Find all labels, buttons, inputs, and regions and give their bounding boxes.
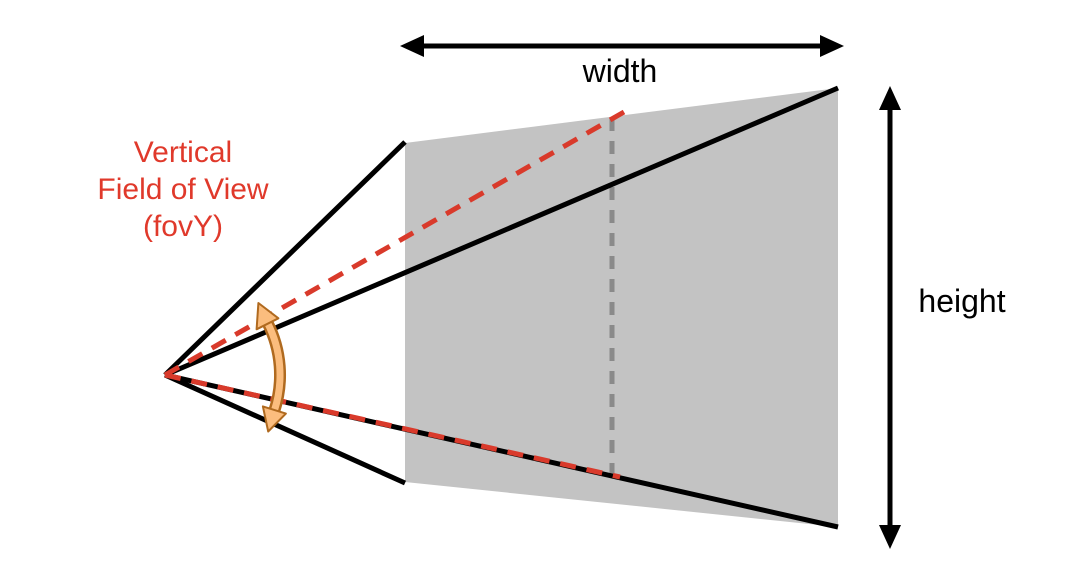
fovy-label-line3: (fovY) <box>143 210 223 243</box>
fovy-angle-arrowhead-top <box>255 302 280 331</box>
width-label: width <box>582 53 658 89</box>
fov-dashed-line-top <box>163 109 626 378</box>
frustum-shaded-region <box>405 88 838 527</box>
frustum-edge-top-far <box>164 85 839 378</box>
fovy-label-line2: Field of View <box>97 173 269 206</box>
frustum-edge-bottom-near <box>163 372 407 486</box>
fovy-angle-arc <box>264 319 284 414</box>
width-arrowhead-right <box>820 35 844 57</box>
height-arrowhead-top <box>879 86 901 110</box>
frustum-edge-top-near <box>163 140 407 377</box>
height-label: height <box>918 283 1005 319</box>
width-arrow-icon <box>400 35 844 57</box>
fovy-angle-arrow-icon <box>255 302 287 433</box>
fovy-label: Vertical Field of View (fovY) <box>97 136 269 243</box>
height-arrow-icon <box>879 86 901 549</box>
height-arrowhead-bottom <box>879 525 901 549</box>
width-arrowhead-left <box>400 35 424 57</box>
fovy-angle-arrowhead-bottom <box>261 405 287 433</box>
fov-dashed-line-bottom <box>164 372 621 480</box>
fovy-label-line1: Vertical <box>134 136 232 169</box>
